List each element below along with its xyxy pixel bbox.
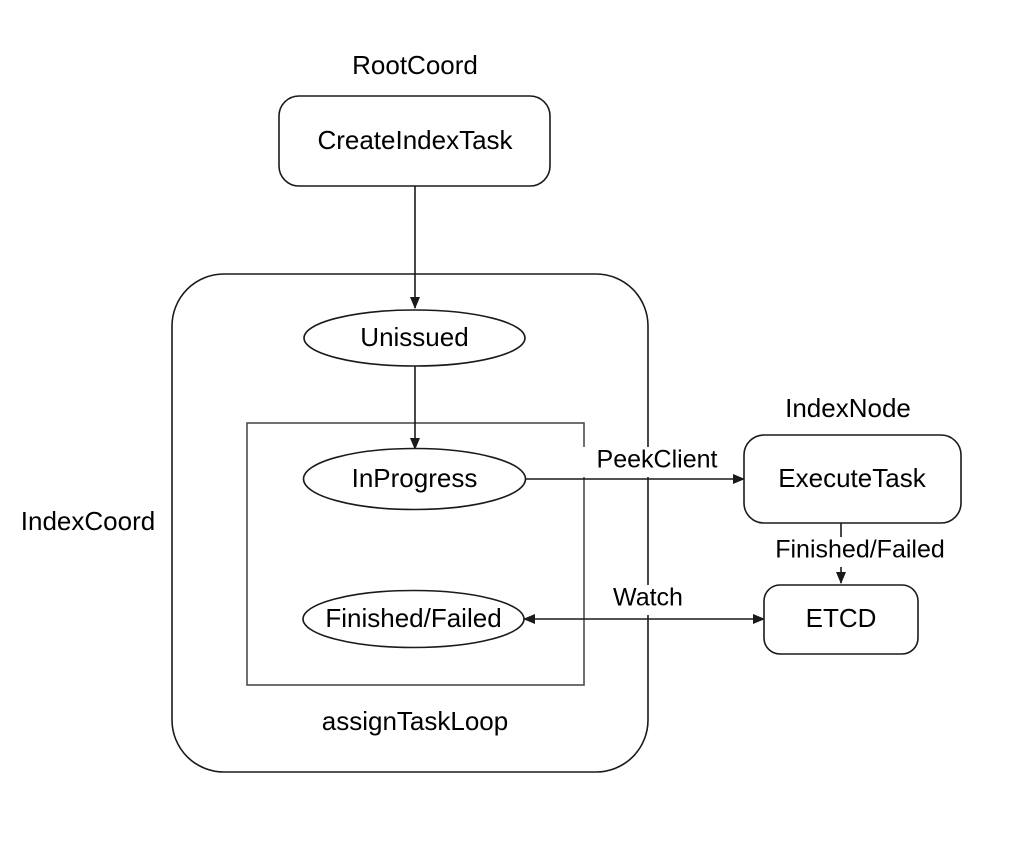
index-node-label: IndexNode bbox=[785, 393, 911, 423]
node-in-progress[interactable]: InProgress bbox=[302, 447, 527, 511]
node-create-index-task[interactable]: CreateIndexTask bbox=[278, 95, 551, 187]
node-etcd[interactable]: ETCD bbox=[763, 584, 919, 655]
assign-task-loop-label: assignTaskLoop bbox=[322, 706, 508, 736]
node-unissued[interactable]: Unissued bbox=[303, 309, 526, 367]
edge-label-watch: Watch bbox=[601, 584, 696, 615]
edge-label-peek-client: PeekClient bbox=[580, 446, 732, 477]
root-coord-label: RootCoord bbox=[352, 50, 478, 80]
edge-label-finished-failed-text: Finished/Failed bbox=[775, 536, 945, 564]
edge-label-watch-text: Watch bbox=[613, 584, 683, 612]
node-in-progress-label: InProgress bbox=[352, 463, 478, 493]
node-finished-failed-label: Finished/Failed bbox=[325, 603, 501, 633]
node-execute-task[interactable]: ExecuteTask bbox=[743, 434, 962, 524]
node-create-index-task-label: CreateIndexTask bbox=[317, 125, 513, 155]
node-unissued-label: Unissued bbox=[360, 322, 468, 352]
node-finished-failed[interactable]: Finished/Failed bbox=[302, 589, 525, 649]
index-coord-label: IndexCoord bbox=[21, 506, 155, 536]
node-execute-task-label: ExecuteTask bbox=[778, 463, 926, 493]
edge-label-peek-client-text: PeekClient bbox=[597, 446, 718, 474]
node-etcd-label: ETCD bbox=[806, 603, 877, 633]
edge-label-finished-failed: Finished/Failed bbox=[757, 536, 963, 567]
index-coord-container bbox=[171, 273, 649, 773]
